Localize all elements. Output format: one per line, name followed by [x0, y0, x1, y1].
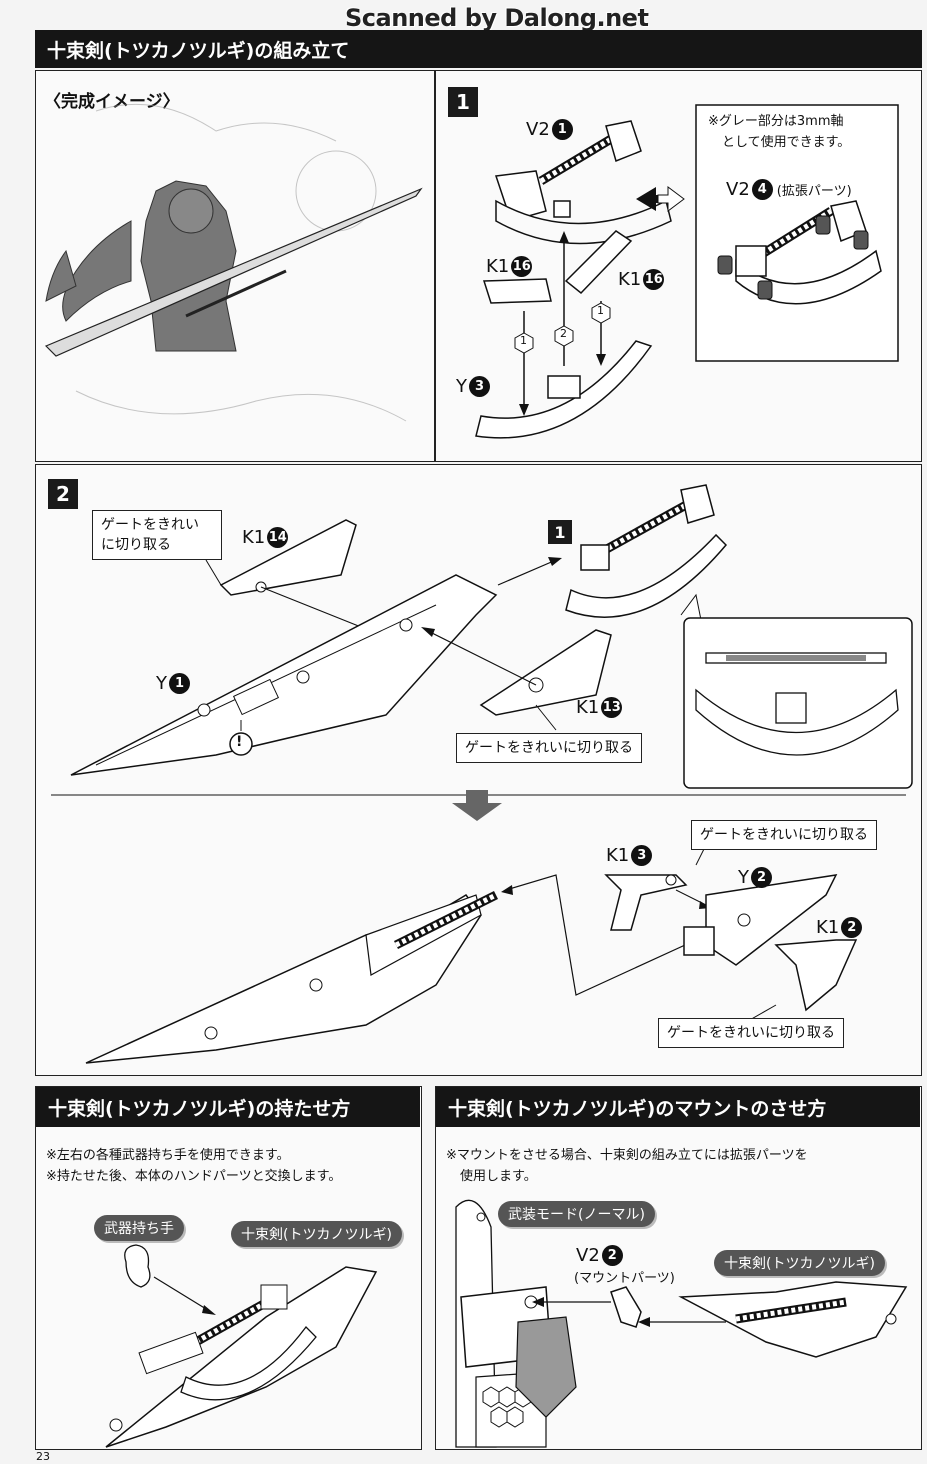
order-marker-1a: 1	[520, 334, 527, 347]
mount-title-text: 十束剣(トツカノツルギ)のマウントのさせ方	[448, 1097, 827, 1120]
step1-diagram	[475, 104, 899, 439]
step1-panel: 1	[435, 70, 922, 462]
order-marker-1b: 1	[597, 304, 604, 317]
step1-badge: 1	[448, 87, 478, 117]
label-y2-code: Y	[738, 867, 749, 888]
mount-note-line2: 使用します。	[460, 1169, 537, 1184]
label-k1-16-right-num: 16	[643, 269, 665, 290]
hold-diagram	[105, 1244, 378, 1448]
label-sword-mount: 十束剣(トツカノツルギ)	[714, 1250, 885, 1276]
label-v2-2-suffix: (マウントパーツ)	[574, 1271, 675, 1286]
section-title-assembly: 十束剣(トツカノツルギ)の組み立て	[35, 30, 922, 68]
label-k1-14-num: 14	[267, 527, 289, 548]
label-y3-code: Y	[456, 376, 467, 397]
label-v2-1-num: 1	[551, 119, 573, 140]
step1-gray-note: ※グレー部分は3mm軸 として使用できます。	[708, 111, 850, 153]
section-title-text: 十束剣(トツカノツルギ)の組み立て	[47, 39, 350, 62]
label-k1-16-left-num: 16	[511, 256, 533, 277]
label-v2-4-code: V2	[726, 179, 750, 200]
label-k1-2-code: K1	[816, 917, 840, 938]
scan-watermark: Scanned by Dalong.net	[345, 4, 649, 32]
label-y3-num: 3	[469, 376, 490, 397]
label-k1-16-left-code: K1	[486, 256, 510, 277]
page-number: 23	[36, 1450, 50, 1463]
label-v2-4-suffix: (拡張パーツ)	[776, 184, 852, 199]
step2-diagram	[51, 484, 913, 1064]
gate-callout-1-line2: に切り取る	[101, 537, 171, 553]
label-k1-14-code: K1	[242, 527, 266, 548]
label-y1-num: 1	[169, 673, 190, 694]
label-v2-2-code: V2	[576, 1245, 600, 1266]
label-k1-3-num: 3	[631, 845, 653, 866]
mount-diagram	[455, 1199, 908, 1448]
mount-panel: 十束剣(トツカノツルギ)のマウントのさせ方 ※マウントをさせる場合、十束剣の組み…	[435, 1086, 922, 1450]
gate-callout-3: ゲートをきれいに切り取る	[691, 820, 877, 850]
label-k1-13-code: K1	[576, 697, 600, 718]
step2-panel: 2	[35, 464, 922, 1076]
label-k1-2-num: 2	[841, 917, 863, 938]
hold-note-line2: ※持たせた後、本体のハンドパーツと交換します。	[46, 1169, 342, 1184]
label-v2-2-num: 2	[601, 1245, 623, 1266]
label-y1-code: Y	[156, 673, 167, 694]
step1-gray-note-line2: として使用できます。	[722, 135, 851, 150]
mount-title-bar: 十束剣(トツカノツルギ)のマウントのさせ方	[436, 1087, 920, 1127]
hold-note-line1: ※左右の各種武器持ち手を使用できます。	[46, 1148, 290, 1163]
hold-panel: 十束剣(トツカノツルギ)の持たせ方 ※左右の各種武器持ち手を使用できます。 ※持…	[35, 1086, 422, 1450]
label-v2-1-code: V2	[526, 119, 550, 140]
hold-title-text: 十束剣(トツカノツルギ)の持たせ方	[48, 1097, 351, 1120]
step1-gray-note-line1: ※グレー部分は3mm軸	[708, 114, 844, 129]
mount-notes: ※マウントをさせる場合、十束剣の組み立てには拡張パーツを 使用します。	[446, 1145, 808, 1187]
label-y2-num: 2	[751, 867, 772, 888]
gate-callout-1: ゲートをきれい に切り取る	[92, 510, 222, 560]
gate-callout-2: ゲートをきれいに切り取る	[456, 733, 642, 763]
label-armed-mode: 武装モード(ノーマル)	[498, 1201, 655, 1227]
completed-image-label: 〈完成イメージ〉	[44, 92, 180, 112]
label-sword-hold: 十束剣(トツカノツルギ)	[231, 1221, 402, 1247]
completed-image-panel: 〈完成イメージ〉	[35, 70, 435, 462]
gate-callout-1-line1: ゲートをきれい	[101, 517, 199, 533]
completed-figure-illustration	[44, 103, 423, 422]
hold-title-bar: 十束剣(トツカノツルギ)の持たせ方	[36, 1087, 420, 1127]
caution-icon: !	[236, 734, 243, 750]
label-v2-4-num: 4	[751, 179, 773, 200]
hold-notes: ※左右の各種武器持ち手を使用できます。 ※持たせた後、本体のハンドパーツと交換し…	[46, 1145, 341, 1187]
gate-callout-4: ゲートをきれいに切り取る	[658, 1018, 844, 1048]
order-marker-2: 2	[560, 327, 567, 340]
label-weapon-hand: 武器持ち手	[94, 1215, 184, 1241]
step2-badge: 2	[48, 479, 78, 509]
label-k1-3-code: K1	[606, 845, 630, 866]
step1-reference-badge: 1	[548, 520, 572, 544]
label-k1-13-num: 13	[601, 697, 623, 718]
label-k1-16-right-code: K1	[618, 269, 642, 290]
mount-note-line1: ※マウントをさせる場合、十束剣の組み立てには拡張パーツを	[446, 1148, 808, 1163]
